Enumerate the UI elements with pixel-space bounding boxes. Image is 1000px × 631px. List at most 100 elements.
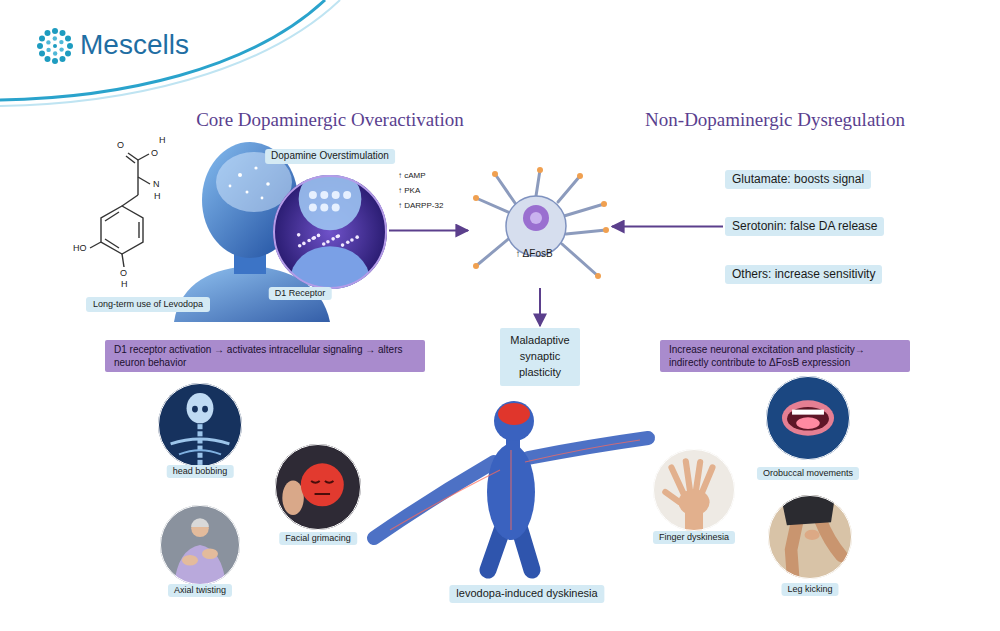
logo-icon (60, 30, 66, 36)
node-text: Leg kicking (781, 583, 838, 596)
node-text: head bobbing (167, 465, 234, 478)
node-text: Serotonin: false DA release (732, 219, 877, 234)
node-text: levodopa-induced dyskinesia (456, 587, 597, 601)
logo-icon (39, 36, 45, 42)
neuron-cell-shape (562, 244, 598, 276)
symptom-circle-shape (787, 407, 829, 431)
synapse-circle-shape (341, 243, 345, 247)
synapse-circle-shape (332, 191, 340, 199)
neuron-cell-shape (476, 198, 510, 213)
neuron-cell-shape (523, 205, 549, 231)
symptom-circle-shape (821, 520, 842, 556)
synapse-circle: Dopamine OverstimulationD1 Receptor (273, 175, 387, 289)
symptom-circle-shape (301, 463, 344, 506)
symptom-circle-shape (160, 505, 240, 585)
levodopa-molecule (138, 154, 149, 160)
head-illustration (254, 166, 257, 169)
corner-swoosh (0, 0, 325, 100)
symptom-circle-shape (768, 495, 852, 579)
symptom-circle-shape (796, 417, 820, 429)
node-text: Orobuccal movements (757, 467, 859, 480)
symptom-circle-shape (702, 467, 712, 492)
arrow-connector (389, 230, 468, 232)
synapse-circle-shape (302, 242, 306, 246)
molecule-atom: H (121, 280, 128, 289)
symptom-circle-shape (160, 505, 240, 585)
synapse-circle-shape (355, 235, 359, 239)
neuron-cell-shape (558, 176, 580, 202)
human-body-figure (498, 403, 530, 425)
synapse-circle-shape (309, 191, 317, 199)
synapse-circle-shape (297, 233, 301, 237)
section-heading: Core Dopaminergic Overactivation (196, 110, 464, 129)
synapse-circle-shape (350, 238, 354, 242)
outcome-box: Maladaptive synaptic plasticity (500, 328, 580, 386)
molecule-atom: O (120, 269, 127, 278)
symptom-circle-shape (671, 467, 683, 494)
symptom-circle-shape (767, 377, 850, 460)
symptom-circle-shape (275, 444, 361, 530)
logo-icon (45, 56, 51, 62)
logo-icon (59, 40, 63, 44)
symptom-circle-shape (782, 400, 834, 435)
symptom-circle-shape (686, 461, 690, 490)
neuron-cell-shape (601, 201, 607, 207)
logo-icon (37, 28, 73, 64)
signal-label: ↑ cAMP (398, 172, 426, 180)
molecule-atom: H (159, 136, 166, 145)
symptom-circle-shape (182, 555, 198, 565)
neuron-cell-shape (566, 230, 606, 234)
node-text: Finger dyskinesia (653, 531, 735, 544)
logo-icon (67, 43, 73, 49)
symptom-circle: head bobbing (158, 383, 242, 467)
molecule-atom: O (151, 149, 158, 158)
synapse-circle-shape (320, 203, 328, 211)
symptom-circle-shape (191, 518, 209, 527)
symptom-circle-shape (275, 444, 361, 530)
levodopa-molecule (90, 153, 150, 267)
human-body-figure (390, 440, 640, 530)
molecule-atom: H (154, 192, 161, 201)
synapse-circle-shape (320, 191, 328, 199)
symptom-circle-shape (805, 530, 820, 540)
neuron-cell-shape (603, 227, 609, 233)
levodopa-molecule (137, 160, 138, 177)
neuron-cell-shape (473, 263, 479, 269)
molecule-atom: O (117, 141, 124, 150)
symptom-circle-shape (653, 449, 735, 531)
neuron-cell-shape (470, 168, 610, 286)
symptom-circle-shape (768, 495, 852, 579)
symptom-circle-shape (159, 384, 242, 467)
symptom-circle-shape (791, 520, 797, 579)
synapse-circle-shape (331, 237, 335, 241)
head-illustration (229, 185, 232, 188)
neuron-cell-shape (476, 236, 512, 266)
symptom-circle-shape (276, 445, 361, 530)
levodopa-molecule (137, 177, 138, 195)
molecule-atom: N (153, 180, 160, 189)
synapse-circle-shape (313, 236, 317, 240)
symptom-circle-shape (174, 545, 226, 585)
synapse-circle-shape (343, 191, 351, 199)
synapse-circle-shape (337, 234, 341, 238)
arrow-connector (612, 226, 723, 228)
symptom-circle-shape (202, 406, 208, 413)
node-text: ↑ ΔFosB (513, 248, 554, 261)
symptom-circle-shape (171, 439, 230, 444)
node-text: Glutamate: boosts signal (732, 172, 864, 187)
symptom-circle-shape (325, 481, 334, 483)
neuron-cell-shape (536, 170, 540, 196)
synapse-circle-shape (307, 239, 311, 243)
levodopa-molecule (122, 254, 124, 267)
corner-swoosh (0, 0, 340, 106)
symptom-circle: Axial twisting (160, 505, 240, 585)
symptom-circle-shape (696, 462, 700, 490)
levodopa-molecule (126, 156, 135, 163)
symptom-circle-shape (187, 393, 214, 423)
symptom-circle: Finger dyskinesia (653, 449, 735, 531)
symptom-circle-shape (315, 493, 330, 495)
neuron-cell-shape (595, 273, 601, 279)
node-text: Increase neuronal excitation and plastic… (669, 343, 901, 369)
symptom-circle-shape (766, 376, 850, 460)
symptom-circle-shape (202, 549, 218, 559)
